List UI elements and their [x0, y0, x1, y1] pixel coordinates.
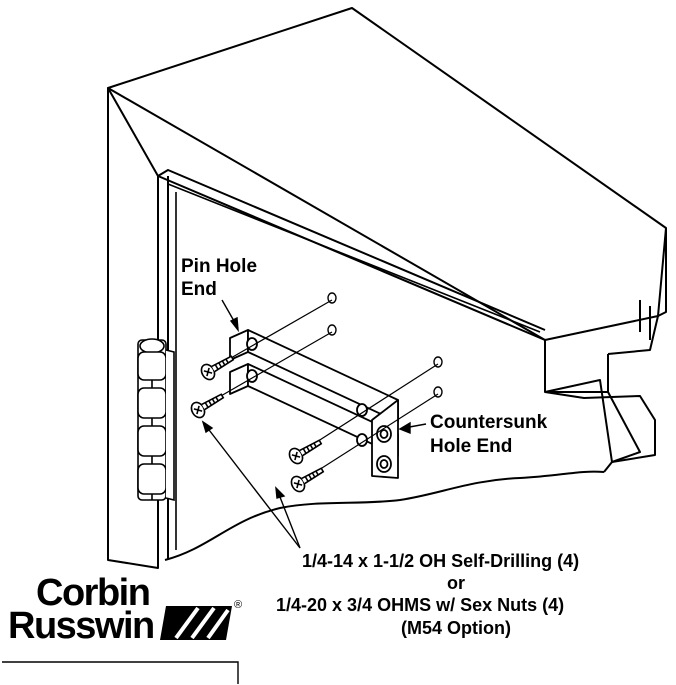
door-leaf: [167, 183, 541, 550]
logo-line2: Russwin: [8, 605, 154, 647]
mounting-bracket: [229, 329, 399, 479]
logo-mark-icon: [160, 606, 232, 640]
corbin-russwin-logo: Corbin Russwin ®: [2, 572, 242, 684]
pin-hole-end-label-2: End: [181, 279, 217, 300]
door-frame: [107, 7, 667, 569]
logo-line1: Corbin: [36, 572, 149, 614]
logo-underline: [2, 661, 239, 684]
fastener-spec-line1: 1/4-14 x 1-1/2 OH Self-Drilling (4): [302, 551, 579, 571]
pin-hole-end-label: Pin Hole: [181, 256, 257, 277]
countersunk-hole-end-label-2: Hole End: [430, 436, 512, 457]
fastener-spec-option: (M54 Option): [401, 618, 511, 638]
screw-icon: [190, 355, 325, 493]
leader-lines: [201, 299, 427, 549]
hinge-icon: [137, 338, 175, 502]
registered-mark: ®: [234, 599, 242, 611]
fastener-spec-line3: 1/4-20 x 3/4 OHMS w/ Sex Nuts (4): [276, 595, 564, 615]
countersunk-hole-end-label: Countersunk: [430, 412, 548, 433]
fastener-spec-or: or: [447, 573, 465, 593]
pilot-holes: [327, 292, 443, 398]
